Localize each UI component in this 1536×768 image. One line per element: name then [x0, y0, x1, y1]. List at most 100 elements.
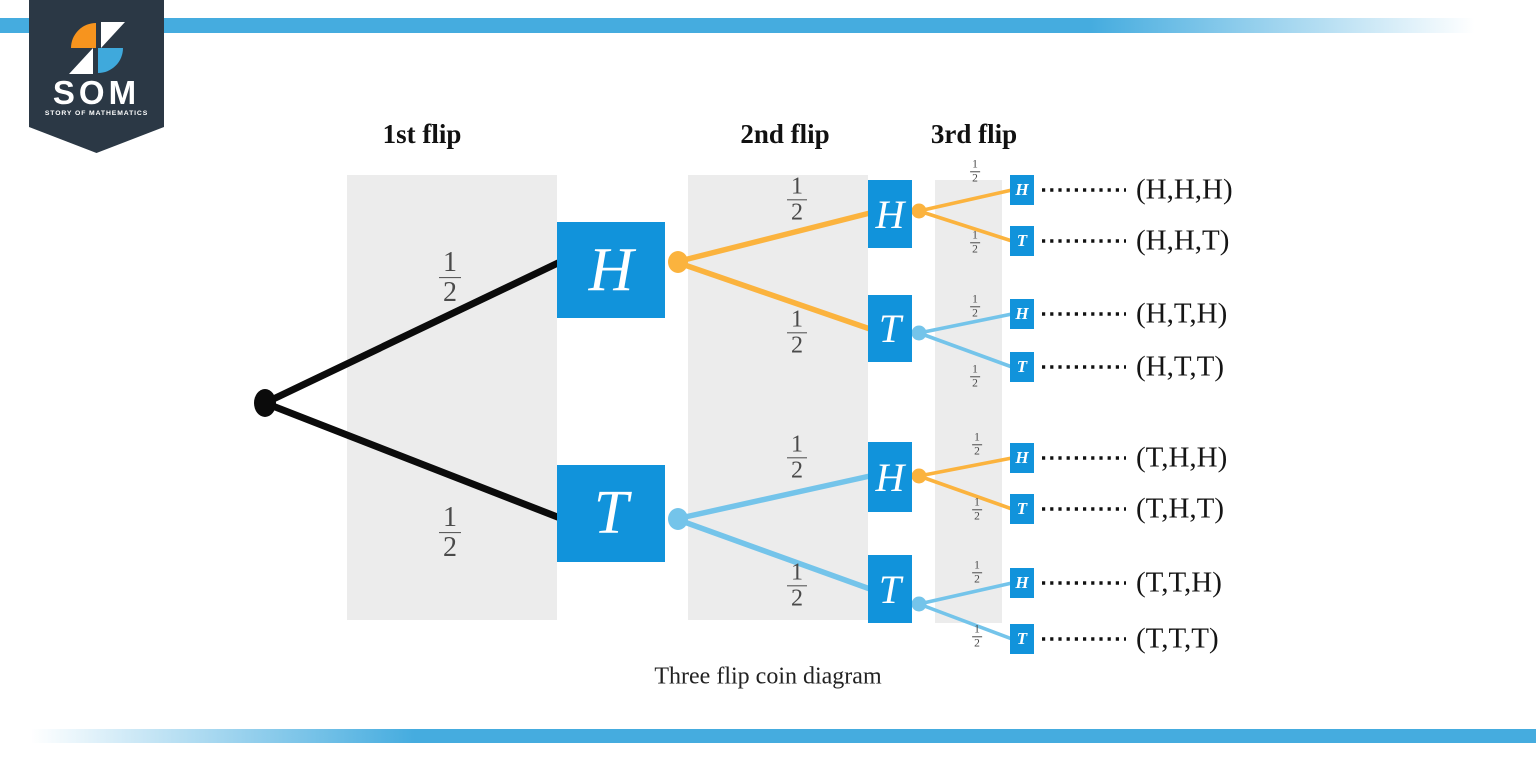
- edge-h-ht: [675, 259, 871, 332]
- probability-label-hh-hht: 1 2: [970, 229, 980, 256]
- fraction-denominator: 2: [972, 307, 978, 320]
- header-3rd-flip: 3rd flip: [930, 119, 1018, 149]
- outcome-label-hht: (H,H,T): [1136, 224, 1230, 257]
- node-box-hht: T: [1010, 226, 1034, 256]
- logo-white-bottom-triangle: [69, 48, 93, 74]
- outcome-label-tth: (T,T,H): [1136, 566, 1222, 599]
- fraction-numerator: 1: [970, 158, 980, 173]
- header-1st-flip: 1st flip: [382, 119, 462, 149]
- probability-label-tt-ttt: 1 2: [972, 623, 982, 650]
- bottom-accent-bar: [0, 729, 1536, 743]
- brand-tagline: STORY OF MATHEMATICS: [44, 110, 149, 117]
- fraction-numerator: 1: [439, 503, 461, 534]
- logo-white-top-triangle: [101, 22, 125, 48]
- edge-root-heads: [263, 258, 562, 407]
- edge-th-thh: [918, 456, 1013, 478]
- fraction-denominator: 2: [972, 243, 978, 256]
- top-accent-bar: [0, 18, 1536, 33]
- outcome-label-tht: (T,H,T): [1136, 492, 1225, 525]
- outcome-label-hhh: (H,H,H): [1136, 173, 1233, 206]
- edge-root-tails: [263, 399, 562, 522]
- fraction-numerator: 1: [972, 623, 982, 638]
- node-box-ttt: T: [1010, 624, 1034, 654]
- som-logo-pennant: SOM STORY OF MATHEMATICS: [29, 0, 164, 153]
- edge-ht-htt: [918, 331, 1013, 369]
- outcome-label-hth: (H,T,H): [1136, 297, 1228, 330]
- fraction-denominator: 2: [974, 445, 980, 458]
- node-box-tt: T: [868, 555, 912, 623]
- fraction-denominator: 2: [974, 573, 980, 586]
- hh-node-dot: [911, 203, 927, 219]
- fraction-denominator: 2: [791, 332, 803, 359]
- th-node-dot: [911, 468, 927, 484]
- node-box-hth: H: [1010, 299, 1034, 329]
- tt-node-dot: [911, 596, 927, 612]
- node-box-ht: T: [868, 295, 912, 362]
- edge-th-tht: [918, 474, 1013, 511]
- probability-label-t-tt: 1 2: [787, 560, 807, 611]
- tails-node-dot: [668, 508, 688, 530]
- outcome-label-htt: (H,T,T): [1136, 350, 1225, 383]
- probability-label-ht-htt: 1 2: [970, 363, 980, 390]
- edge-ht-hth: [918, 312, 1013, 335]
- probability-label-root-heads: 1 2: [439, 248, 461, 308]
- node-box-tails: T: [557, 465, 665, 562]
- header-2nd-flip: 2nd flip: [740, 119, 830, 149]
- fraction-denominator: 2: [791, 457, 803, 484]
- node-box-htt: T: [1010, 352, 1034, 382]
- probability-label-ht-hth: 1 2: [970, 293, 980, 320]
- fraction-numerator: 1: [787, 174, 807, 201]
- node-box-hhh: H: [1010, 175, 1034, 205]
- node-box-thh: H: [1010, 443, 1034, 473]
- fraction-denominator: 2: [974, 637, 980, 650]
- probability-label-tt-tth: 1 2: [972, 559, 982, 586]
- flip1-column-band: [347, 175, 557, 620]
- fraction-numerator: 1: [972, 496, 982, 511]
- probability-label-hh-hhh: 1 2: [970, 158, 980, 185]
- fraction-denominator: 2: [791, 585, 803, 612]
- heads-node-dot: [668, 251, 688, 273]
- fraction-denominator: 2: [974, 510, 980, 523]
- edge-h-hh: [675, 210, 871, 265]
- probability-label-th-tht: 1 2: [972, 496, 982, 523]
- fraction-denominator: 2: [443, 277, 457, 309]
- root-node-dot: [254, 389, 276, 417]
- fraction-numerator: 1: [439, 248, 461, 279]
- brand-name: SOM: [52, 74, 141, 111]
- fraction-denominator: 2: [791, 199, 803, 226]
- probability-label-th-thh: 1 2: [972, 431, 982, 458]
- fraction-numerator: 1: [972, 431, 982, 446]
- fraction-numerator: 1: [970, 293, 980, 308]
- ht-node-dot: [911, 325, 927, 341]
- node-box-tth: H: [1010, 568, 1034, 598]
- logo-blue-quarter: [98, 48, 123, 73]
- outcome-label-thh: (T,H,H): [1136, 441, 1228, 474]
- fraction-numerator: 1: [970, 229, 980, 244]
- edge-hh-hht: [918, 209, 1013, 243]
- dotted-connectors: [1042, 188, 1126, 641]
- fraction-denominator: 2: [972, 377, 978, 390]
- fraction-numerator: 1: [787, 307, 807, 334]
- edge-t-th: [675, 473, 871, 522]
- logo-orange-quarter: [71, 23, 96, 48]
- node-box-hh: H: [868, 180, 912, 248]
- probability-label-h-hh: 1 2: [787, 174, 807, 225]
- probability-label-t-th: 1 2: [787, 432, 807, 483]
- outcome-label-ttt: (T,T,T): [1136, 622, 1219, 655]
- probability-label-root-tails: 1 2: [439, 503, 461, 563]
- node-box-th: H: [868, 442, 912, 512]
- fraction-denominator: 2: [443, 532, 457, 564]
- node-box-tht: T: [1010, 494, 1034, 524]
- edge-hh-hhh: [918, 188, 1013, 213]
- fraction-numerator: 1: [787, 432, 807, 459]
- fraction-numerator: 1: [972, 559, 982, 574]
- fraction-numerator: 1: [970, 363, 980, 378]
- flip3-column-band: [935, 180, 1002, 623]
- diagram-caption: Three flip coin diagram: [654, 663, 882, 690]
- fraction-denominator: 2: [972, 172, 978, 185]
- edge-t-tt: [675, 516, 871, 592]
- fraction-numerator: 1: [787, 560, 807, 587]
- edge-tt-tth: [918, 581, 1013, 606]
